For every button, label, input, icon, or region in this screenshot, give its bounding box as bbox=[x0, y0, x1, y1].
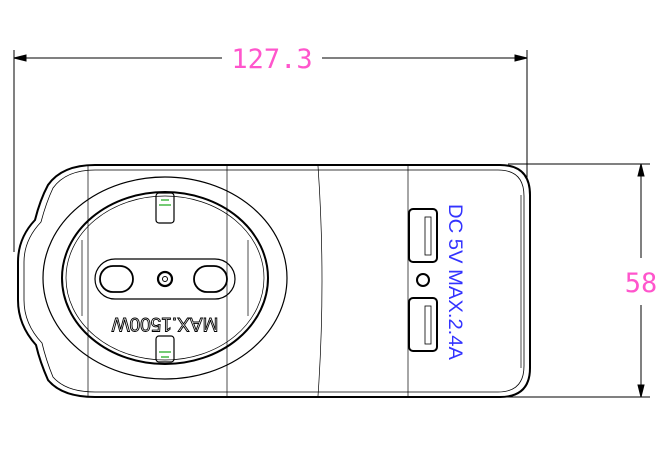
ground-clip-bottom bbox=[155, 335, 175, 363]
height-label: 58 bbox=[625, 268, 658, 299]
ground-pin-hole bbox=[156, 270, 174, 288]
pin-hole-left bbox=[99, 265, 134, 293]
height-dimension bbox=[505, 163, 650, 398]
usb-port-top bbox=[408, 208, 438, 263]
ground-clip-top bbox=[155, 192, 175, 224]
pin-recess bbox=[94, 258, 236, 300]
schuko-socket bbox=[42, 176, 288, 380]
width-dimension bbox=[13, 50, 528, 252]
width-label: 127.3 bbox=[231, 44, 312, 75]
adapter-body bbox=[17, 164, 531, 398]
usb-rating-label: DC 5V MAX.2.4A bbox=[444, 204, 465, 360]
usb-ports bbox=[408, 208, 438, 352]
led-indicator bbox=[416, 273, 430, 287]
socket-rating-label: MAX.1500W bbox=[112, 313, 219, 334]
usb-port-bottom bbox=[408, 297, 438, 352]
pin-hole-right bbox=[193, 265, 228, 293]
